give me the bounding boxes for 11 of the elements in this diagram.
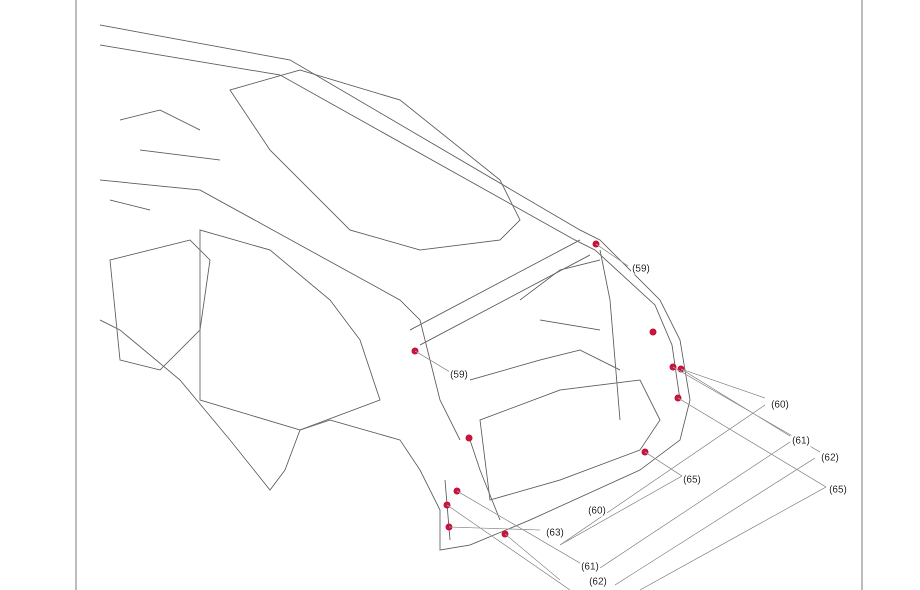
callout-number: (62): [820, 452, 840, 464]
callout-number: (63): [545, 528, 565, 538]
callout-number: (62): [588, 576, 608, 588]
callout-number: (59): [631, 264, 651, 274]
callout-number: (61): [580, 562, 600, 572]
callout-number: (61): [791, 436, 811, 446]
callout-number: (65): [682, 474, 702, 486]
callout-number: (59): [449, 370, 469, 380]
callout-number: (65): [828, 484, 848, 496]
callout-number: (60): [587, 506, 607, 516]
callout-number: (60): [770, 400, 790, 410]
